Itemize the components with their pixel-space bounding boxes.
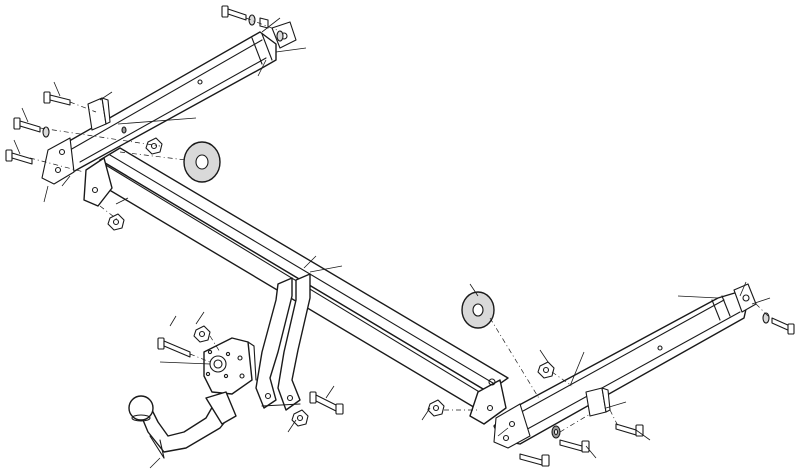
- bolt: [43, 91, 71, 106]
- bolt: [559, 439, 590, 453]
- nut: [537, 361, 555, 379]
- large-washer-right: [461, 291, 495, 329]
- nut: [107, 213, 125, 231]
- bolt: [762, 312, 795, 335]
- bolt: [309, 391, 344, 415]
- assembly-lines: [29, 17, 769, 433]
- bolts: [5, 5, 795, 467]
- left-side-arm: [41, 21, 297, 185]
- centre-clamp: [255, 273, 311, 411]
- washers: [121, 30, 561, 439]
- right-side-arm: [493, 283, 757, 449]
- nuts: [107, 137, 555, 427]
- bolt: [519, 453, 550, 467]
- nut: [427, 399, 445, 417]
- bolt: [221, 5, 269, 29]
- bolt: [5, 149, 33, 165]
- bolt: [13, 117, 50, 138]
- bolt: [615, 423, 644, 437]
- tow-ball-neck: [137, 391, 237, 459]
- nut: [291, 409, 309, 427]
- nut: [193, 325, 211, 343]
- socket-plate: [203, 337, 257, 395]
- bolt: [157, 337, 191, 358]
- tow-ball: [128, 395, 154, 422]
- spacer-brackets: [87, 97, 611, 417]
- large-washer-left: [183, 141, 221, 183]
- callout-leaders: [13, 17, 771, 469]
- nut: [145, 137, 163, 155]
